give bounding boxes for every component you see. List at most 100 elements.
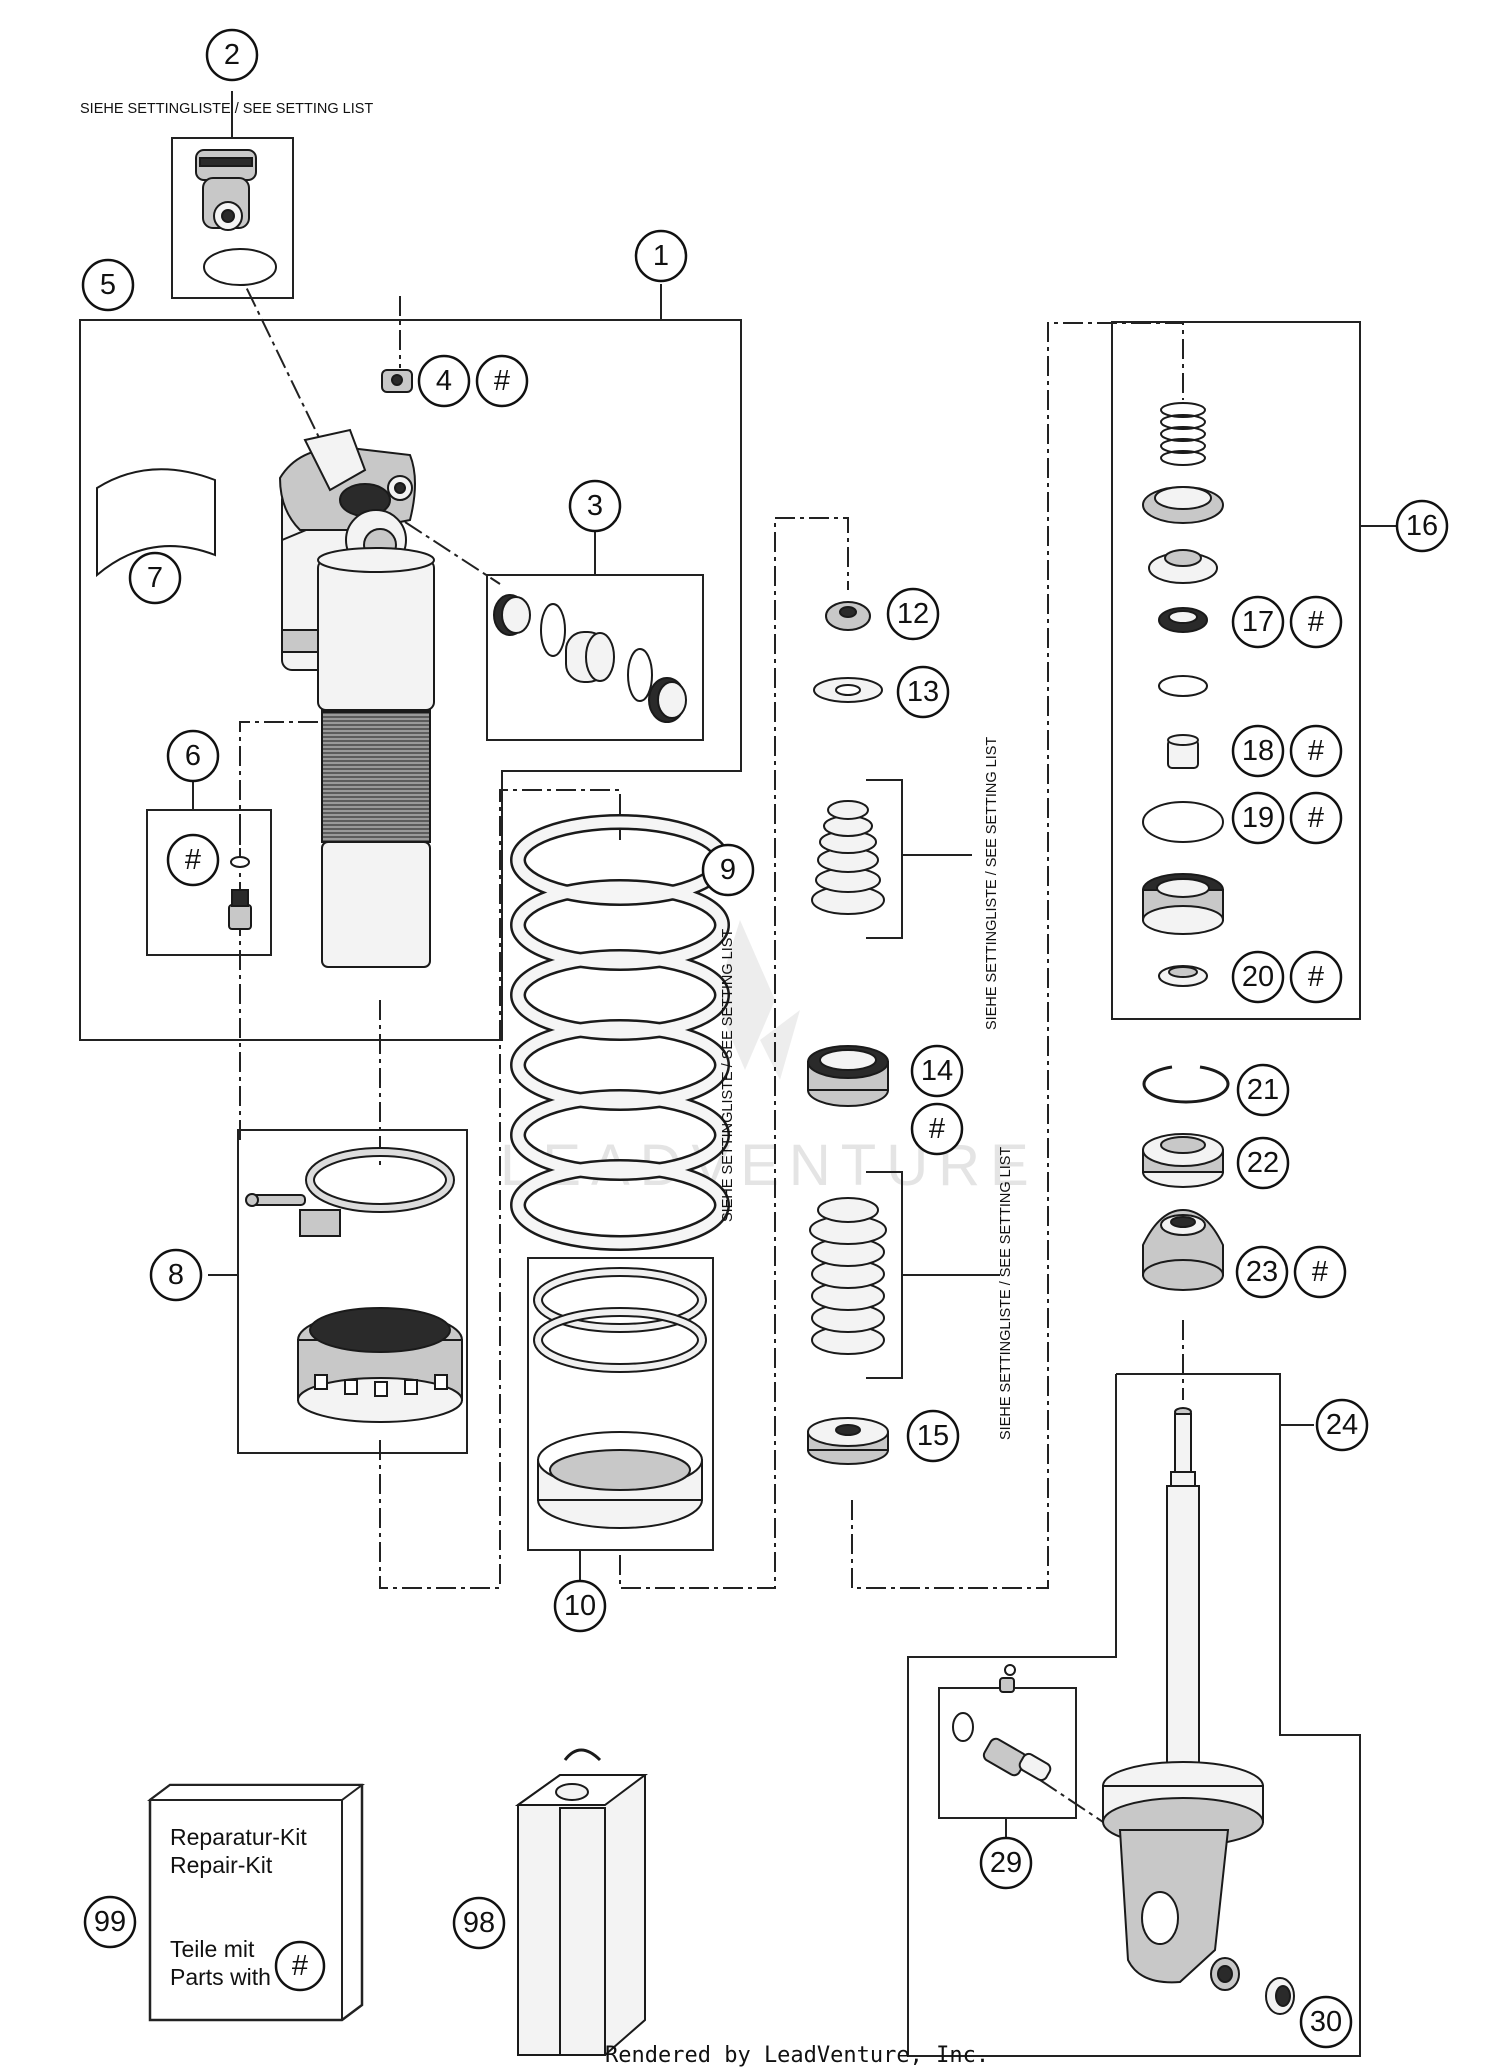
callout-14[interactable]: 14: [910, 1044, 964, 1098]
callout-hash-23-label: #: [1312, 1256, 1328, 1288]
repair-kit-box: Reparatur-Kit Repair-Kit Teile mit Parts…: [147, 1783, 365, 2022]
group-frames: [79, 91, 1397, 2057]
repair-kit-line1: Reparatur-Kit: [170, 1824, 307, 1850]
callout-22[interactable]: 22: [1236, 1136, 1290, 1190]
callout-24-label: 24: [1326, 1409, 1358, 1441]
setting-note-shims-lower: SIEHE SETTINGLISTE / SEE SETTING LIST: [998, 1147, 1014, 1440]
callout-10-label: 10: [564, 1590, 596, 1622]
callout-21[interactable]: 21: [1236, 1063, 1290, 1117]
setting-note-9: SIEHE SETTINGLISTE / SEE SETTING LIST: [720, 929, 736, 1222]
part-spring-retainers: [533, 1267, 707, 1529]
callout-24[interactable]: 24: [1315, 1398, 1369, 1452]
part-spring: [510, 814, 730, 1251]
callout-16[interactable]: 16: [1395, 499, 1449, 553]
callout-23[interactable]: 23: [1235, 1245, 1289, 1299]
callout-7-label: 7: [147, 562, 163, 594]
callout-9-label: 9: [720, 854, 736, 886]
callout-10[interactable]: 10: [553, 1579, 607, 1633]
callout-hash-18-label: #: [1308, 735, 1324, 767]
part-small-spring: [1160, 402, 1206, 466]
part-oil-can: [514, 1748, 648, 2056]
callout-29[interactable]: 29: [979, 1836, 1033, 1890]
callout-19-label: 19: [1242, 802, 1274, 834]
setting-note-2: SIEHE SETTINGLISTE / SEE SETTING LIST: [80, 101, 373, 117]
callout-hash-20[interactable]: #: [1289, 950, 1343, 1004]
callout-14-label: 14: [921, 1055, 953, 1087]
part-piston-rod: [1102, 1407, 1264, 1991]
callout-23-label: 23: [1246, 1256, 1278, 1288]
callout-1-label: 1: [653, 240, 669, 272]
callout-17-label: 17: [1242, 606, 1274, 638]
callout-hash-23[interactable]: #: [1293, 1245, 1347, 1299]
part-cap-22: [1142, 1133, 1224, 1188]
part-valve-cartridge: [195, 149, 277, 286]
callout-15[interactable]: 15: [906, 1409, 960, 1463]
callout-99[interactable]: 99: [83, 1895, 137, 1949]
callout-9[interactable]: 9: [701, 843, 755, 897]
part-shock-body: [278, 428, 435, 968]
callout-hash-17[interactable]: #: [1289, 595, 1343, 649]
callout-17[interactable]: 17: [1231, 595, 1285, 649]
callout-hash-20-label: #: [1308, 961, 1324, 993]
part-washer-13: [813, 677, 883, 703]
callout-5[interactable]: 5: [81, 258, 135, 312]
callout-21-label: 21: [1247, 1074, 1279, 1106]
part-bearing-set: [493, 594, 687, 723]
callout-hash-19-label: #: [1308, 802, 1324, 834]
callout-hash-14[interactable]: #: [910, 1102, 964, 1156]
callout-12-label: 12: [897, 598, 929, 630]
footer-credit: Rendered by LeadVenture, Inc.: [605, 2043, 989, 2068]
callout-4-label: 4: [436, 365, 452, 397]
part-shim-stack-upper: [811, 800, 885, 915]
part-bump-rubber-15: [807, 1417, 889, 1465]
callout-12[interactable]: 12: [886, 587, 940, 641]
part-circlip-21: [1142, 1065, 1230, 1104]
callout-hash-19[interactable]: #: [1289, 791, 1343, 845]
callout-98[interactable]: 98: [452, 1896, 506, 1950]
repair-kit-line3: Teile mit: [170, 1936, 255, 1962]
callout-2-label: 2: [224, 39, 240, 71]
callout-5-label: 5: [100, 269, 116, 301]
part-adjusting-ring: [245, 1147, 463, 1423]
part-nut-12: [825, 601, 871, 631]
callouts: 2 5 1 4 # 7 3 6 # 9 8 10 12 13 14 # 15 1…: [81, 28, 1449, 2049]
callout-8[interactable]: 8: [149, 1248, 203, 1302]
callout-hash-6-label: #: [185, 844, 201, 876]
callout-hash-17-label: #: [1308, 606, 1324, 638]
callout-hash-18[interactable]: #: [1289, 724, 1343, 778]
part-adjuster-needle: [952, 1664, 1052, 1782]
callout-30-label: 30: [1310, 2006, 1342, 2038]
part-bushing-30: [1265, 1977, 1295, 2015]
part-seal-head-group: [1142, 402, 1224, 987]
callout-8-label: 8: [168, 1259, 184, 1291]
callout-16-label: 16: [1406, 510, 1438, 542]
callout-hash-4[interactable]: #: [475, 354, 529, 408]
repair-kit-line2: Repair-Kit: [170, 1852, 273, 1878]
callout-hash-6[interactable]: #: [166, 833, 220, 887]
callout-hash-4-label: #: [494, 365, 510, 397]
callout-7[interactable]: 7: [128, 551, 182, 605]
callout-2[interactable]: 2: [205, 28, 259, 82]
callout-20[interactable]: 20: [1231, 950, 1285, 1004]
callout-1[interactable]: 1: [634, 229, 688, 283]
callout-19[interactable]: 19: [1231, 791, 1285, 845]
part-piston-14: [807, 1045, 889, 1107]
part-shim-stack-lower: [809, 1197, 887, 1355]
callout-29-label: 29: [990, 1847, 1022, 1879]
callout-hash-kit-label: #: [292, 1950, 308, 1982]
part-sticker: [96, 468, 216, 578]
callout-13[interactable]: 13: [896, 665, 950, 719]
callout-20-label: 20: [1242, 961, 1274, 993]
callout-13-label: 13: [907, 676, 939, 708]
callout-15-label: 15: [917, 1420, 949, 1452]
callout-18[interactable]: 18: [1231, 724, 1285, 778]
callout-18-label: 18: [1242, 735, 1274, 767]
callout-hash-kit[interactable]: #: [274, 1940, 326, 1992]
callout-98-label: 98: [463, 1907, 495, 1939]
callout-6[interactable]: 6: [166, 729, 220, 783]
callout-hash-14-label: #: [929, 1113, 945, 1145]
callout-4[interactable]: 4: [417, 354, 471, 408]
callout-3[interactable]: 3: [568, 479, 622, 533]
callout-30[interactable]: 30: [1299, 1995, 1353, 2049]
